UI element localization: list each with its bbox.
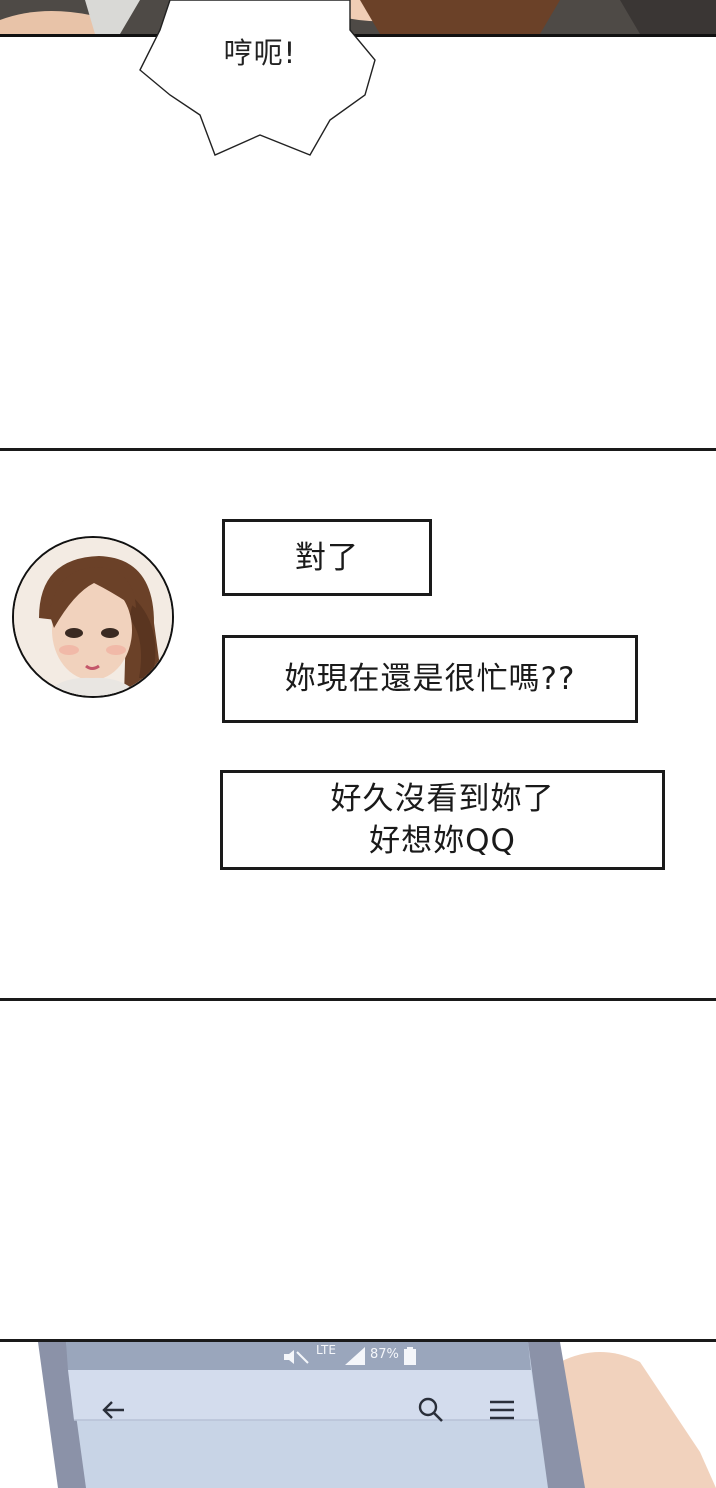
network-type: LTE xyxy=(316,1343,336,1357)
back-arrow-icon[interactable] xyxy=(100,1395,130,1425)
phone-panel xyxy=(0,1342,716,1488)
phone-illustration xyxy=(38,1342,716,1488)
chat-message-line: 妳現在還是很忙嗎?? xyxy=(284,661,576,697)
top-scene-strip xyxy=(0,0,716,37)
contact-avatar xyxy=(12,536,174,698)
chat-message-line: 對了 xyxy=(295,539,359,576)
search-icon[interactable] xyxy=(416,1395,446,1425)
menu-icon[interactable] xyxy=(487,1395,517,1425)
panel-border-phone xyxy=(0,1339,716,1342)
scene-illustration xyxy=(0,0,716,34)
speech-bubble xyxy=(139,0,376,156)
signal-icon xyxy=(345,1347,365,1365)
chat-message-line: 好久沒看到妳了 xyxy=(330,781,555,817)
chat-message-line: 好想妳QQ xyxy=(369,823,516,859)
chat-message-1: 對了 xyxy=(222,519,432,596)
panel-border-bottom xyxy=(0,998,716,1001)
battery-icon xyxy=(404,1347,416,1365)
avatar-portrait xyxy=(14,538,172,696)
speech-bubble-text: 哼呃! xyxy=(223,36,297,70)
battery-percentage: 87% xyxy=(370,1347,399,1362)
chat-message-3: 好久沒看到妳了 好想妳QQ xyxy=(220,770,665,870)
mute-icon xyxy=(284,1350,309,1364)
chat-message-2: 妳現在還是很忙嗎?? xyxy=(222,635,638,723)
panel-border-top xyxy=(0,448,716,451)
